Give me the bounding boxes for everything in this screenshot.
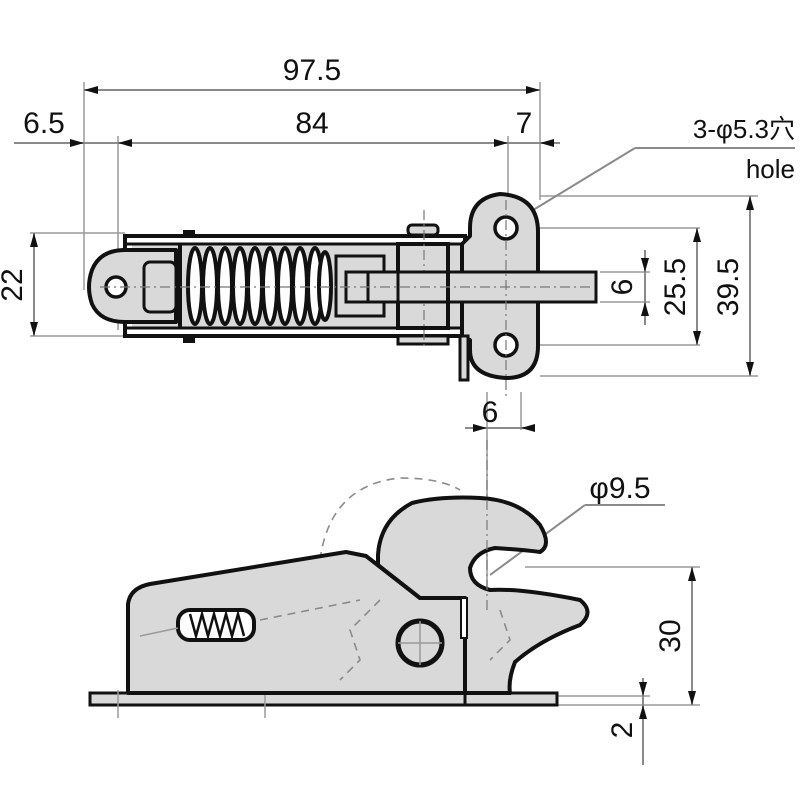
- side-view: 6 φ9.5 30 2: [88, 392, 700, 765]
- dim-hole-pitch: 84: [295, 107, 328, 140]
- dim-height: 30: [654, 619, 687, 652]
- dim-right-offset: 7: [516, 107, 533, 140]
- hole-note-line2: hole: [746, 154, 795, 184]
- dim-left-offset: 6.5: [23, 107, 65, 140]
- dim-hole-spacing: 25.5: [659, 258, 692, 316]
- mounting-plate: [100, 192, 598, 400]
- dim-overall-length: 97.5: [283, 54, 341, 87]
- dim-base-thickness: 2: [606, 722, 639, 739]
- dim-bolt-diameter: 6: [606, 279, 639, 296]
- spring-icon: [186, 246, 333, 326]
- dim-hook-offset: 6: [482, 396, 499, 429]
- dim-hook-diameter: φ9.5: [589, 472, 650, 505]
- spring-icon: [139, 608, 256, 642]
- top-view: 97.5 6.5 84 7 3-φ5.3穴 hole 22 6 25.5: [0, 54, 795, 400]
- dim-plate-height: 39.5: [712, 258, 745, 316]
- hole-note-line1: 3-φ5.3穴: [693, 114, 795, 144]
- hook-latch: [376, 495, 590, 695]
- dim-body-height: 22: [0, 268, 29, 301]
